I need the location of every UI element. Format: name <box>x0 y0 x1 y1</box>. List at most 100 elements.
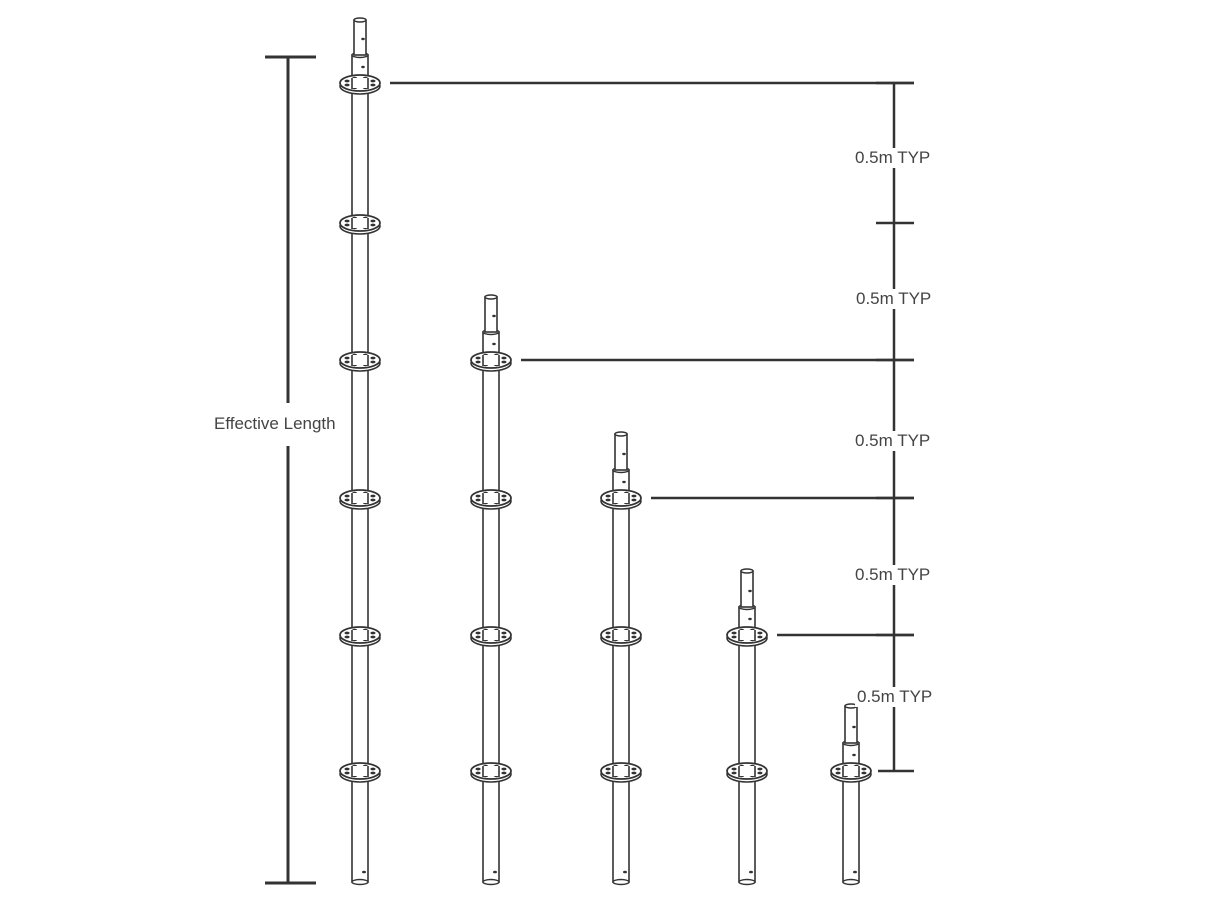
rosette-hole <box>631 767 637 771</box>
rosette-hole <box>757 631 763 635</box>
rosette <box>470 489 512 510</box>
rosette-leader-lines <box>390 81 914 637</box>
rosette-hole <box>344 79 350 83</box>
standard-bottom-pin-hole <box>749 870 753 874</box>
rosette-hole <box>370 79 376 83</box>
rosette-tube-gap <box>739 766 755 776</box>
standard-tube-bottom <box>612 878 630 886</box>
standard-tube <box>842 770 860 883</box>
standard-tube-bottom <box>738 878 756 886</box>
rosette-tube-gap <box>613 630 629 640</box>
rosette-hole <box>344 219 350 223</box>
standard-bottom-pin-hole <box>493 870 497 874</box>
rosette-hole <box>344 356 350 360</box>
rosette-hole <box>344 498 350 502</box>
rosette-hole <box>631 498 637 502</box>
spigot-pin-hole <box>748 589 752 593</box>
rosette-hole <box>501 767 507 771</box>
rosette-hole <box>605 767 611 771</box>
rosette-hole <box>501 498 507 502</box>
rosette-hole <box>344 631 350 635</box>
rosette-hole <box>344 360 350 364</box>
rosette-hole <box>370 360 376 364</box>
rosette <box>600 762 642 783</box>
collar-pin-hole <box>492 342 496 346</box>
rosette-hole <box>731 635 737 639</box>
rosette-hole <box>631 635 637 639</box>
rosette-hole <box>475 771 481 775</box>
rosette <box>339 626 381 647</box>
rosette-hole <box>370 631 376 635</box>
rosette-hole <box>475 356 481 360</box>
rosette-hole <box>835 771 841 775</box>
rosette-hole <box>370 494 376 498</box>
rosette-hole <box>501 360 507 364</box>
standard-1-rosette <box>830 703 872 886</box>
rosette <box>470 762 512 783</box>
rosette-hole <box>757 767 763 771</box>
rosette-hole <box>370 767 376 771</box>
rosette-tube-gap <box>739 630 755 640</box>
spigot <box>353 19 367 56</box>
rosette <box>600 489 642 510</box>
rosette-hole <box>631 771 637 775</box>
standard-5-rosette <box>470 294 512 886</box>
rosette-hole <box>475 360 481 364</box>
rosette <box>470 626 512 647</box>
rosette-tube-gap <box>483 766 499 776</box>
rosette-hole <box>344 83 350 87</box>
rosette-tube-gap <box>352 493 368 503</box>
rosette-hole <box>475 767 481 771</box>
rosette-tube-gap <box>613 493 629 503</box>
rosette-hole <box>605 771 611 775</box>
typ-label-4: 0.5m TYP <box>853 565 933 585</box>
standard-tube-bottom <box>351 878 369 886</box>
rosette-hole <box>370 635 376 639</box>
rosette-hole <box>370 83 376 87</box>
standard-tube <box>482 359 500 883</box>
rosette-hole <box>757 635 763 639</box>
standard-bottom-pin-hole <box>853 870 857 874</box>
rosette-tube-gap <box>613 766 629 776</box>
spigot-pin-hole <box>492 314 496 318</box>
spigot-pin-hole <box>852 725 856 729</box>
rosette <box>339 351 381 372</box>
rosette-hole <box>475 631 481 635</box>
rosette-tube-gap <box>352 218 368 228</box>
rosette <box>600 626 642 647</box>
rosette-tube-gap <box>483 630 499 640</box>
typ-label-5: 0.5m TYP <box>855 687 935 707</box>
standard-tube <box>738 634 756 883</box>
spigot-top <box>353 17 367 23</box>
rosette-hole <box>731 631 737 635</box>
rosette-tube-gap <box>843 766 859 776</box>
rosette-tube-gap <box>352 78 368 88</box>
spigot <box>844 705 858 744</box>
rosette-hole <box>731 771 737 775</box>
collar-pin-hole <box>361 65 365 69</box>
spigot-top <box>740 568 754 574</box>
rosette-hole <box>605 631 611 635</box>
rosette-hole <box>835 767 841 771</box>
rosette-hole <box>370 356 376 360</box>
spigot <box>740 570 754 608</box>
rosette-hole <box>501 356 507 360</box>
rosette <box>339 489 381 510</box>
spigot-top <box>484 294 498 300</box>
typ-label-2: 0.5m TYP <box>854 289 934 309</box>
rosette-hole <box>370 771 376 775</box>
rosette-hole <box>344 494 350 498</box>
standard-6-rosette <box>339 17 381 886</box>
rosette-hole <box>344 635 350 639</box>
collar-pin-hole <box>622 480 626 484</box>
rosette-hole <box>501 635 507 639</box>
rosette-hole <box>631 494 637 498</box>
typ-dimension-line <box>876 81 914 773</box>
rosette-hole <box>861 767 867 771</box>
rosette-tube-gap <box>352 630 368 640</box>
standard-tube <box>612 497 630 883</box>
standards-group <box>339 17 872 886</box>
spigot-top <box>614 431 628 437</box>
rosette-tube-gap <box>483 493 499 503</box>
